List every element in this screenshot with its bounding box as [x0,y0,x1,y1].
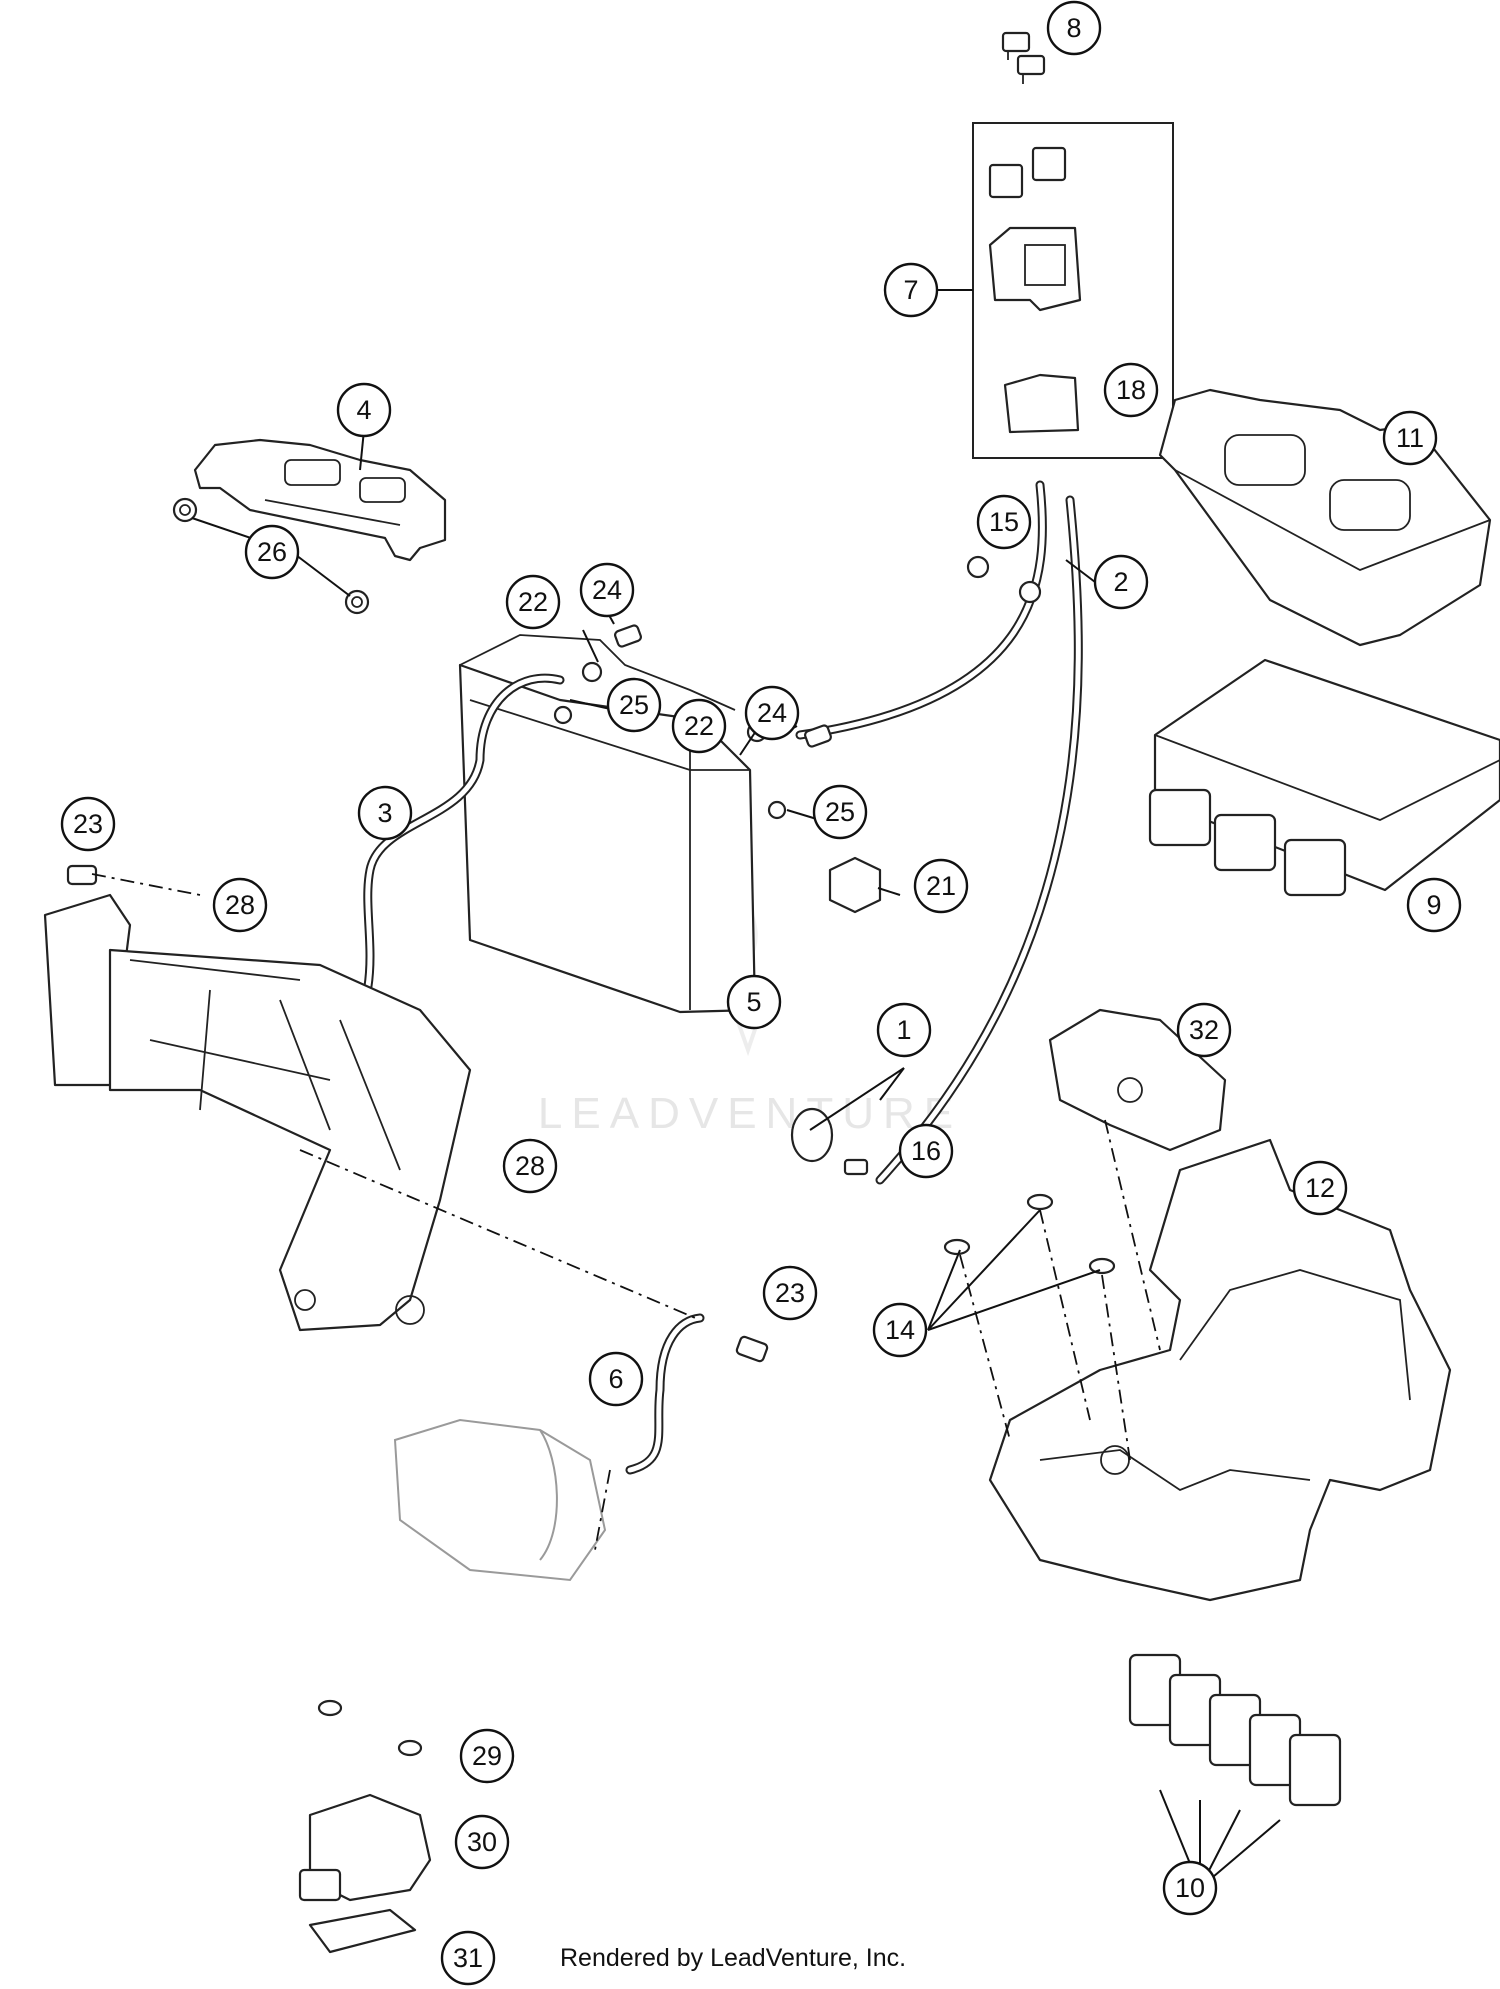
callout-25b: 25 [812,784,868,840]
frame-part [43,893,472,1332]
relay-kit-box [972,122,1174,459]
callout-30: 30 [454,1814,510,1870]
svg-text:24: 24 [757,698,787,728]
callout-22b: 22 [671,698,727,754]
battery-box-part [988,1138,1452,1602]
svg-text:25: 25 [825,797,855,827]
svg-text:1: 1 [896,1015,911,1045]
svg-text:22: 22 [518,587,548,617]
callout-21: 21 [913,858,969,914]
svg-text:2: 2 [1113,567,1128,597]
svg-text:18: 18 [1116,375,1146,405]
bolt-15-part [966,555,1042,604]
callout-24b: 24 [744,685,800,741]
control-unit-part [1148,658,1500,897]
svg-text:16: 16 [911,1136,941,1166]
nut-part [172,497,370,615]
svg-text:21: 21 [926,871,956,901]
callout-8: 8 [1046,0,1102,56]
callout-5: 5 [726,974,782,1030]
svg-text:3: 3 [377,798,392,828]
module-part [1048,1008,1227,1152]
svg-text:9: 9 [1426,890,1441,920]
svg-text:32: 32 [1189,1015,1219,1045]
relay-bank-part [1128,1653,1342,1807]
svg-text:24: 24 [592,575,622,605]
svg-text:8: 8 [1066,13,1081,43]
bolt-23-part [66,864,769,1363]
svg-text:22: 22 [684,711,714,741]
svg-text:12: 12 [1305,1173,1335,1203]
svg-text:6: 6 [608,1364,623,1394]
callout-31: 31 [440,1930,496,1986]
credit-text: Rendered by LeadVenture, Inc. [560,1944,907,1972]
callout-32: 32 [1176,1002,1232,1058]
svg-text:26: 26 [257,537,287,567]
callout-28b: 28 [502,1138,558,1194]
callout-1: 1 [876,1002,932,1058]
callout-12: 12 [1292,1160,1348,1216]
svg-text:10: 10 [1175,1873,1205,1903]
callout-28a: 28 [212,877,268,933]
callout-29: 29 [459,1728,515,1784]
ecu-housing-part [1158,388,1492,647]
svg-text:5: 5 [746,987,761,1017]
callout-2: 2 [1093,554,1149,610]
svg-text:28: 28 [225,890,255,920]
svg-text:23: 23 [73,809,103,839]
callout-14: 14 [872,1302,928,1358]
callout-16: 16 [898,1123,954,1179]
svg-text:4: 4 [356,395,371,425]
svg-text:29: 29 [472,1741,502,1771]
svg-text:31: 31 [453,1943,483,1973]
svg-text:23: 23 [775,1278,805,1308]
callout-4: 4 [336,382,392,438]
battery-cable-3 [335,673,565,1055]
callout-26: 26 [244,524,300,580]
fuse-part [1001,31,1046,84]
callout-15: 15 [976,494,1032,550]
callout-3: 3 [357,785,413,841]
svg-text:25: 25 [619,690,649,720]
svg-text:30: 30 [467,1827,497,1857]
starter-motor-part [393,1418,607,1582]
svg-text:28: 28 [515,1151,545,1181]
callout-6: 6 [588,1351,644,1407]
svg-text:11: 11 [1396,423,1424,453]
callout-23a: 23 [60,796,116,852]
starter-cable-6 [625,1313,705,1475]
callout-7: 7 [883,262,939,318]
watermark-text: LEADVENTURE [538,1089,962,1138]
cable-harness-2 [795,480,1083,1185]
callout-18: 18 [1103,362,1159,418]
callout-9: 9 [1406,877,1462,933]
terminal-cover-part [828,856,882,914]
svg-text:14: 14 [885,1315,915,1345]
bolt-part [553,624,832,820]
sensor-part [298,1699,432,1954]
callout-24a: 24 [579,562,635,618]
svg-text:15: 15 [989,507,1019,537]
callout-23b: 23 [762,1265,818,1321]
bolt-14-part [943,1193,1116,1275]
callout-11: 11 [1382,410,1438,466]
callout-22a: 22 [505,574,561,630]
bracket-part [193,438,447,562]
callout-25a: 25 [606,677,662,733]
callout-10: 10 [1162,1860,1218,1916]
svg-text:7: 7 [903,275,918,305]
